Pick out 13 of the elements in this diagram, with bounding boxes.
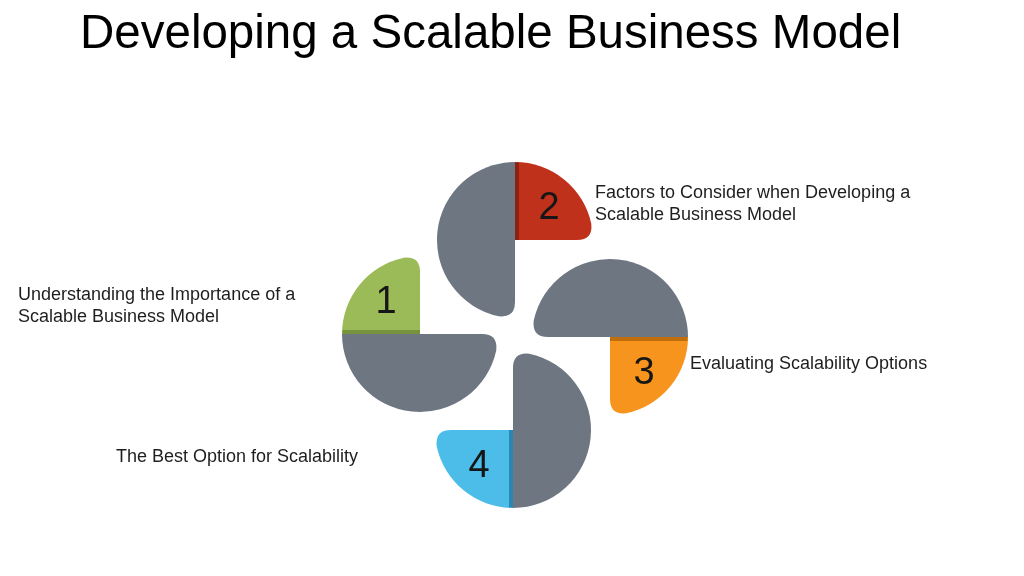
step-number: 2 [538, 187, 560, 225]
step-label: Understanding the Importance of a Scalable Business Model [18, 283, 297, 327]
petal-shape [435, 352, 591, 508]
diagram-title: Developing a Scalable Business Model [80, 4, 902, 60]
step-number: 3 [633, 352, 655, 390]
step-label: Factors to Consider when Developing a Scalable Business Model [595, 181, 912, 225]
step-label: Evaluating Scalability Options [690, 352, 928, 374]
petal-shape [437, 162, 593, 318]
petal-shape [342, 256, 498, 412]
step-number: 4 [468, 445, 490, 483]
step-label: The Best Option for Scalability [116, 445, 359, 467]
step-number: 1 [375, 281, 397, 319]
petal-shape [532, 259, 688, 415]
